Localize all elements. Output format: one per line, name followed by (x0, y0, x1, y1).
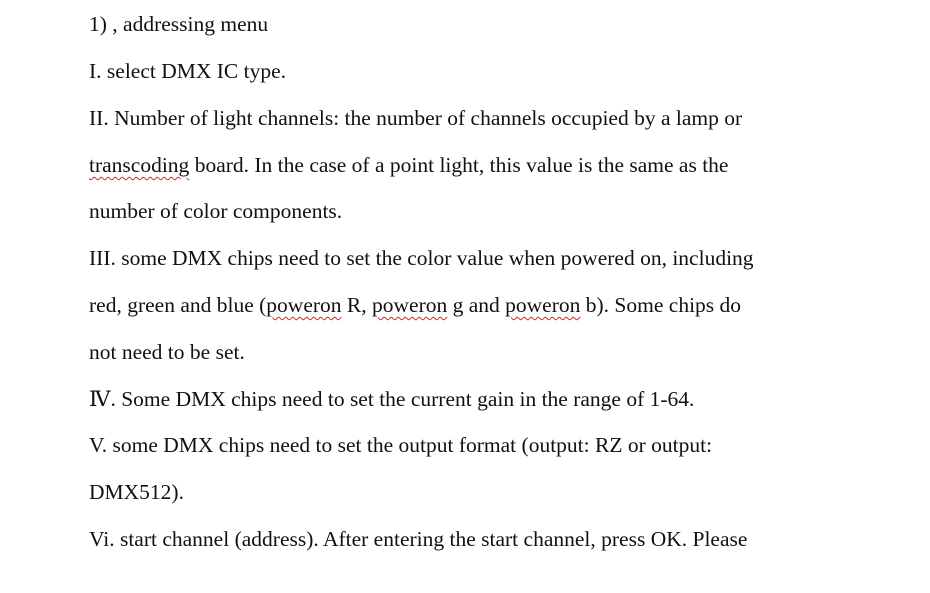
item-ii-line-3: number of color components. (89, 199, 343, 223)
flagged-word[interactable]: poweron (372, 293, 448, 317)
line-text: R, (341, 293, 372, 317)
flagged-word[interactable]: poweron (266, 293, 342, 317)
flagged-word[interactable]: poweron (505, 293, 581, 317)
item-v-line-2: DMX512). (89, 480, 184, 504)
item-iii-line-3: not need to be set. (89, 340, 245, 364)
item-iii-line-1: III. some DMX chips need to set the colo… (89, 246, 754, 270)
line-text: b). Some chips do (580, 293, 742, 317)
item-i-line: I. select DMX IC type. (89, 59, 287, 83)
item-vi-line: Vi. start channel (address). After enter… (89, 527, 748, 551)
item-iii-line-2: red, green and blue (poweron R, poweron … (89, 293, 742, 317)
item-ii-line-1: II. Number of light channels: the number… (89, 106, 743, 130)
item-ii-line-2: transcoding board. In the case of a poin… (89, 153, 729, 177)
flagged-word[interactable]: transcoding (89, 153, 190, 177)
item-iv-line: Ⅳ. Some DMX chips need to set the curren… (89, 387, 695, 411)
line-text: red, green and blue ( (89, 293, 267, 317)
item-v-line-1: V. some DMX chips need to set the output… (89, 433, 713, 457)
line-text: g and (447, 293, 506, 317)
line-text: board. In the case of a point light, thi… (189, 153, 729, 177)
section-heading: 1) , addressing menu (89, 12, 269, 36)
